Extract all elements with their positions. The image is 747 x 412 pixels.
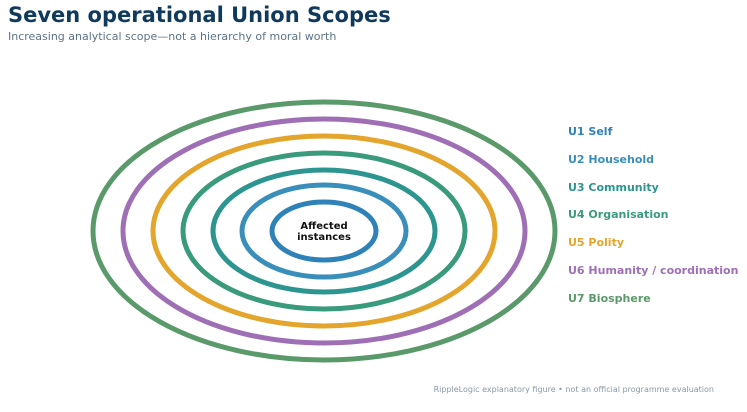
- legend-item-u2: U2 Household: [568, 152, 655, 166]
- legend-item-u4: U4 Organisation: [568, 208, 669, 222]
- ring-u2-household: [239, 182, 409, 280]
- legend-item-u7: U7 Biosphere: [568, 291, 651, 305]
- center-label-line2: instances: [297, 232, 351, 243]
- legend-item-u5: U5 Polity: [568, 236, 625, 250]
- ring-u5-polity: [150, 133, 498, 329]
- legend-item-u3: U3 Community: [568, 180, 659, 194]
- ring-u3-community: [210, 167, 438, 295]
- footer-note: RippleLogic explanatory figure • not an …: [433, 385, 714, 394]
- ring-u1-self: [269, 199, 379, 263]
- legend-item-u1: U1 Self: [568, 125, 613, 138]
- ring-u7-biosphere: [90, 99, 558, 363]
- ring-u6-humanity: [120, 116, 528, 346]
- ring-u4-organisation: [180, 150, 468, 312]
- page-title: Seven operational Union Scopes: [8, 3, 391, 27]
- center-label-line1: Affected: [300, 221, 347, 232]
- page-subtitle: Increasing analytical scope—not a hierar…: [8, 30, 337, 43]
- scope-legend: U1 Self U2 Household U3 Community U4 Org…: [568, 124, 738, 319]
- legend-item-u6: U6 Humanity / coordination: [568, 263, 739, 277]
